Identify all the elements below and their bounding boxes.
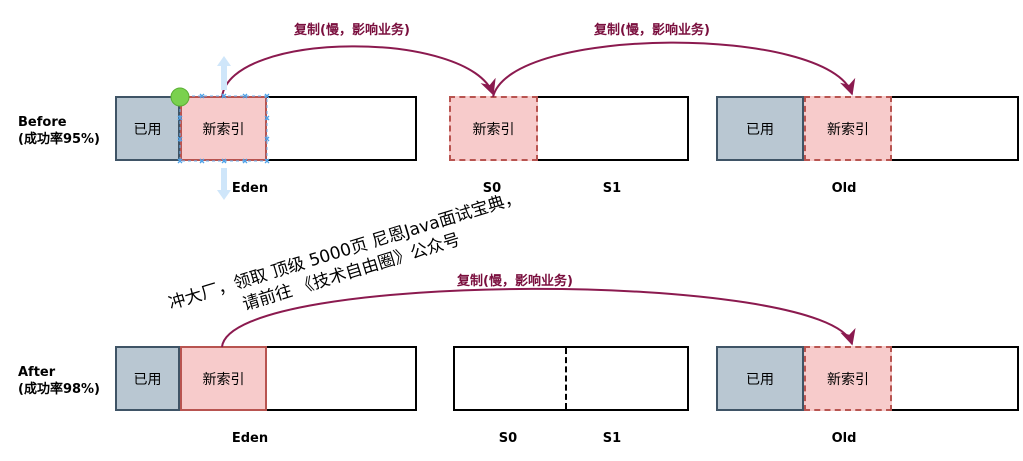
eden-before-used-cell: 已用 xyxy=(115,96,180,161)
connection-point-icon xyxy=(170,87,190,107)
s0-before-label: S0 xyxy=(482,181,502,196)
selection-handle-marks xyxy=(177,93,270,164)
old-before-used-cell: 已用 xyxy=(716,96,804,161)
eden-after-new-index-cell: 新索引 xyxy=(180,346,267,411)
old-after-used-cell: 已用 xyxy=(716,346,804,411)
copy-label-eden-to-old: 复制(慢，影响业务) xyxy=(457,274,573,289)
s1-after-label: S1 xyxy=(602,431,622,446)
s0-after-label: S0 xyxy=(498,431,518,446)
eden-after-label: Eden xyxy=(231,431,269,446)
old-after-label: Old xyxy=(831,431,857,446)
eden-before-label: Eden xyxy=(231,181,269,196)
copy-label-eden-to-s0: 复制(慢，影响业务) xyxy=(294,23,410,38)
s1-before-label: S1 xyxy=(602,181,622,196)
old-before-new-index-cell: 新索引 xyxy=(804,96,892,161)
resize-up-arrow-icon xyxy=(217,56,231,90)
before-row-label: Before (成功率95%) xyxy=(18,115,100,147)
old-after-new-index-cell: 新索引 xyxy=(804,346,892,411)
survivor-divider xyxy=(565,348,567,409)
copy-label-s0-to-old: 复制(慢，影响业务) xyxy=(594,23,710,38)
survivor-after-box xyxy=(453,346,689,411)
copy-arrow-eden-to-old xyxy=(221,287,856,348)
resize-down-arrow-icon xyxy=(217,168,231,200)
old-before-label: Old xyxy=(831,181,857,196)
copy-arrow-s0-to-old xyxy=(492,41,856,98)
selection-outline xyxy=(179,95,268,162)
eden-after-used-cell: 已用 xyxy=(115,346,180,411)
copy-arrow-eden-to-s0 xyxy=(221,45,496,98)
after-row-label: After (成功率98%) xyxy=(18,365,100,397)
